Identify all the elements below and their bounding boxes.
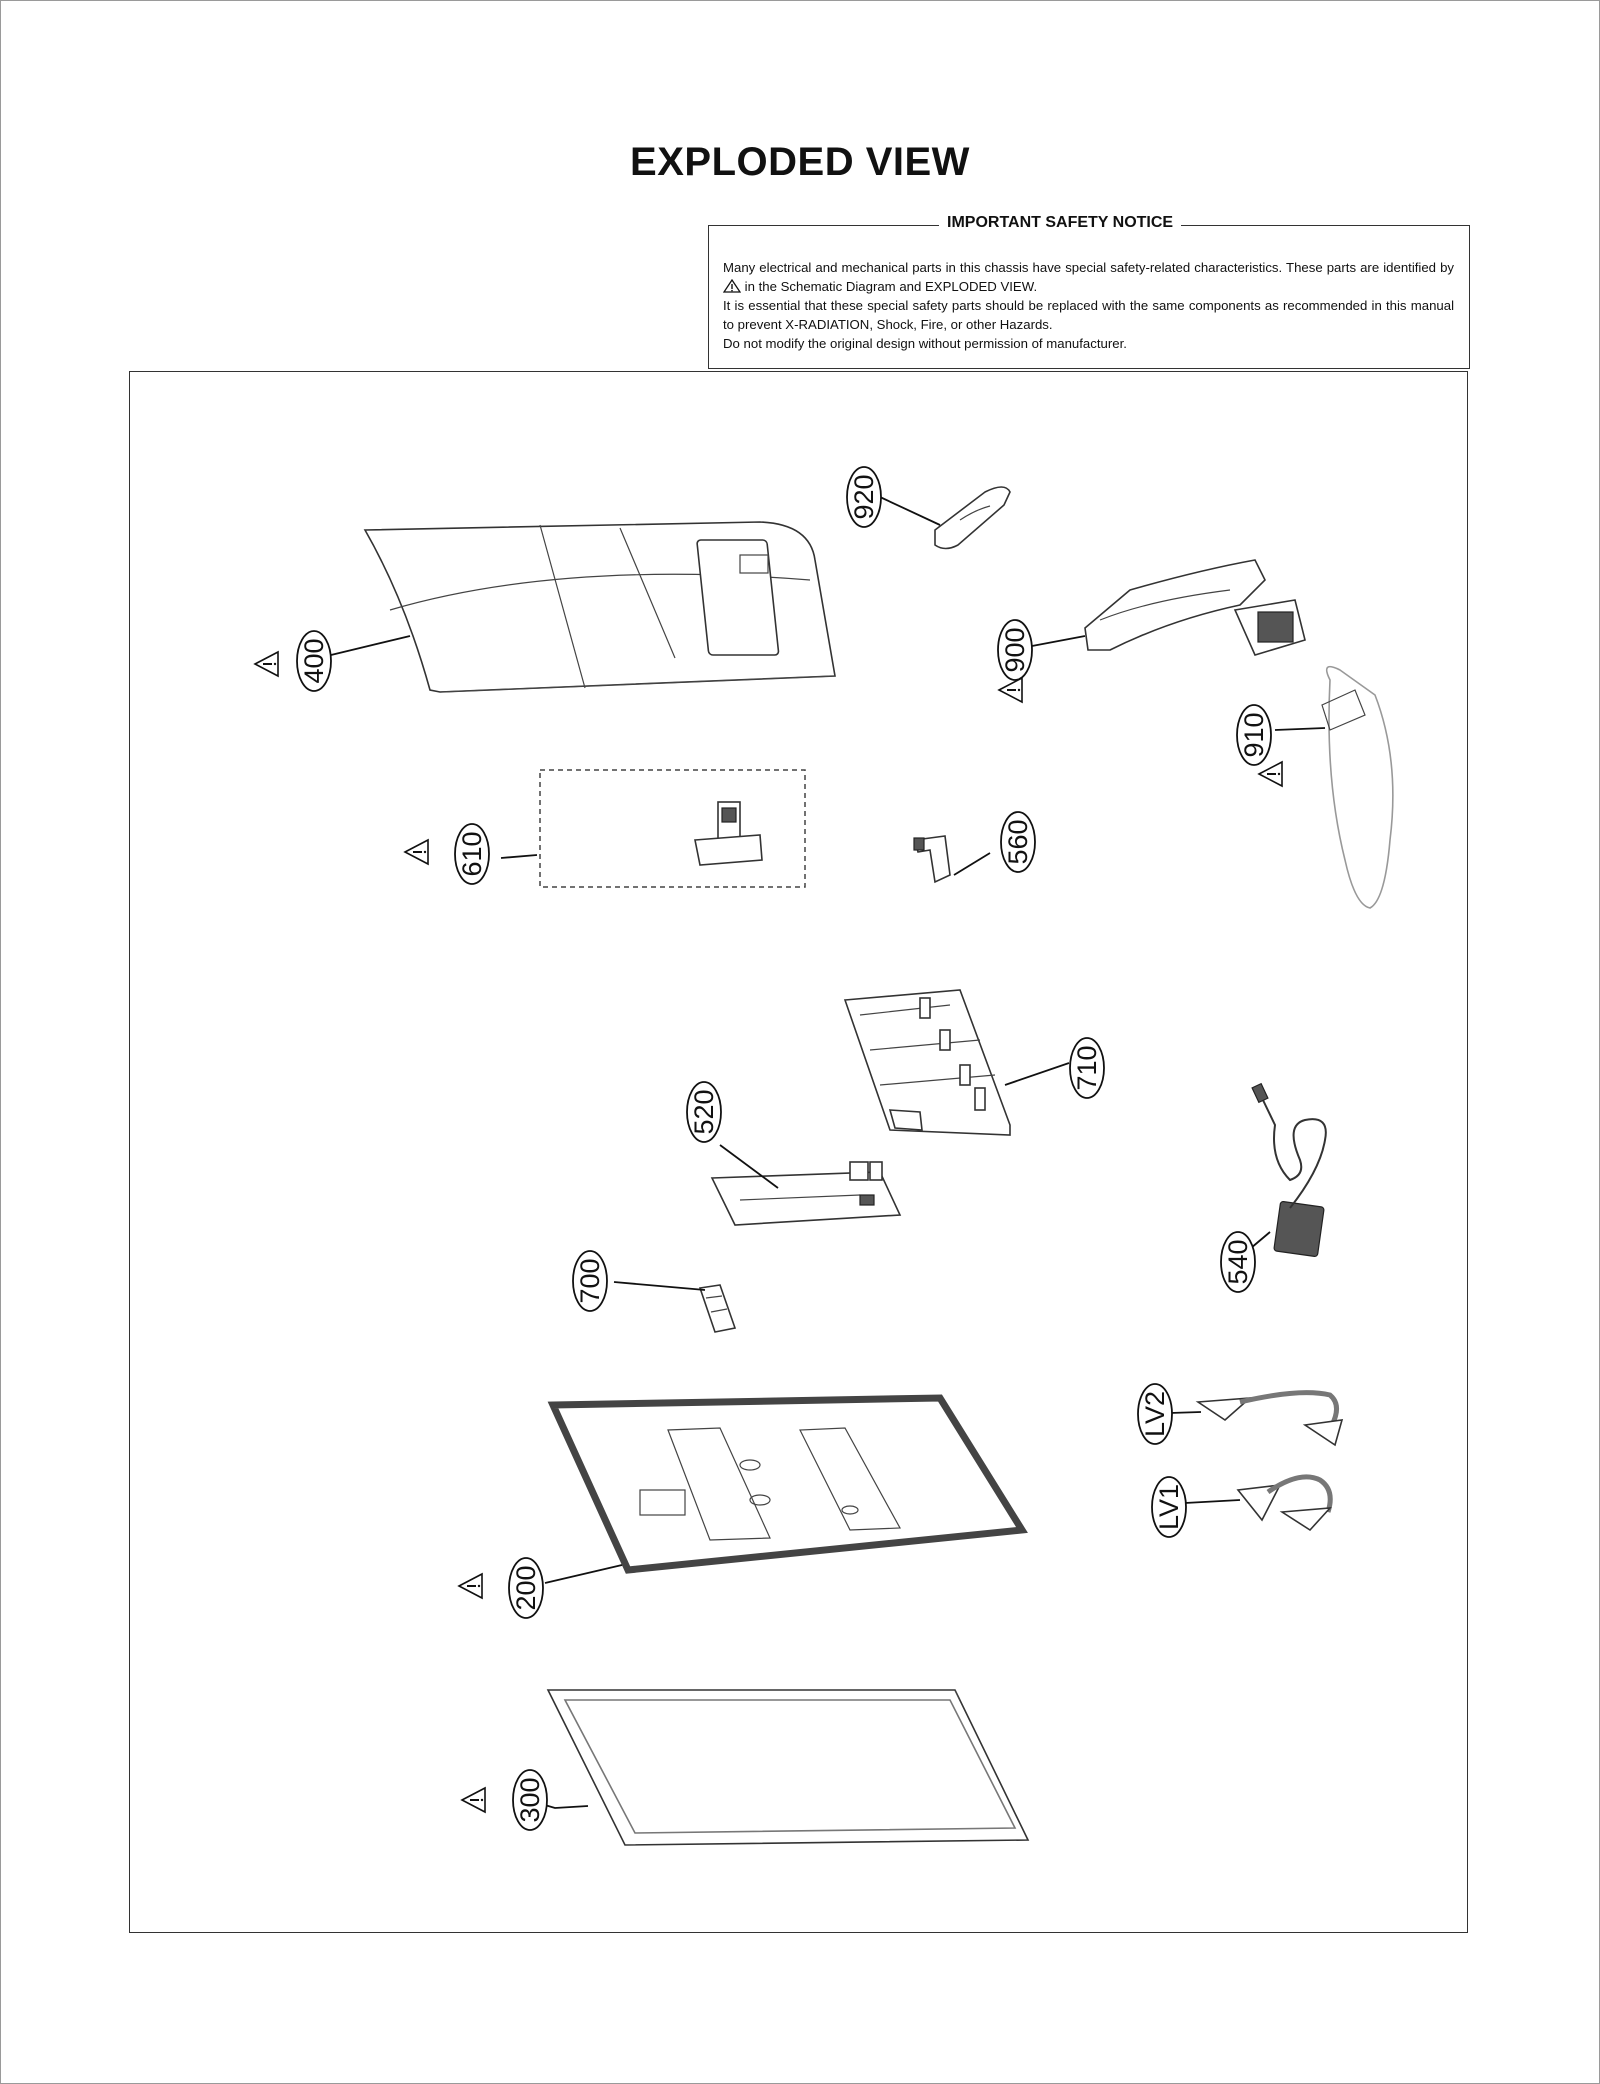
callout-label-910: 910 xyxy=(1239,712,1269,757)
part-520-power-board xyxy=(710,1161,902,1226)
part-910-stand-base xyxy=(1321,665,1394,909)
callout-label-lv1: LV1 xyxy=(1154,1484,1184,1530)
callout-label-560: 560 xyxy=(1003,819,1033,864)
part-900-stand-neck xyxy=(1084,559,1306,656)
part-610-hinge xyxy=(539,769,806,888)
callout-300-label-group: 300 xyxy=(512,1769,548,1831)
safety-notice-text-1b: in the Schematic Diagram and EXPLODED VI… xyxy=(744,279,1038,294)
warning-triangle-icon xyxy=(998,677,1023,703)
callout-label-920: 920 xyxy=(849,474,879,519)
part-710-main-board xyxy=(843,989,1011,1136)
callout-710: 710 xyxy=(1069,1037,1105,1099)
warning-triangle-icon xyxy=(404,839,429,865)
callout-520: 520 xyxy=(686,1081,722,1143)
callout-910: 910 xyxy=(1236,704,1272,766)
part-lv2-cable xyxy=(1195,1390,1344,1447)
warning-triangle-icon xyxy=(461,1787,486,1813)
callout-920: 920 xyxy=(846,466,882,528)
callout-label-200: 200 xyxy=(511,1565,541,1610)
safety-notice-paragraph-1: Many electrical and mechanical parts in … xyxy=(723,258,1454,296)
callout-lv1: LV1 xyxy=(1151,1476,1187,1538)
safety-notice-body: Many electrical and mechanical parts in … xyxy=(723,258,1454,353)
part-560-bracket xyxy=(913,835,951,884)
callout-label-lv2: LV2 xyxy=(1140,1391,1170,1437)
callout-label-400: 400 xyxy=(299,638,329,683)
warning-triangle-icon xyxy=(723,279,741,293)
safety-notice-paragraph-3: Do not modify the original design withou… xyxy=(723,336,1127,351)
callout-label-700: 700 xyxy=(575,1258,605,1303)
warning-triangle-icon xyxy=(254,651,279,677)
callout-610: 610 xyxy=(454,823,490,885)
callout-900: 900 xyxy=(997,619,1033,681)
callout-540: 540 xyxy=(1220,1231,1256,1293)
callout-label-520: 520 xyxy=(689,1089,719,1134)
callout-label-900: 900 xyxy=(1000,627,1030,672)
callout-700: 700 xyxy=(572,1250,608,1312)
safety-notice-box: IMPORTANT SAFETY NOTICE Many electrical … xyxy=(708,214,1470,369)
callout-400: 400 xyxy=(296,630,332,692)
callout-label-710: 710 xyxy=(1072,1045,1102,1090)
safety-notice-heading: IMPORTANT SAFETY NOTICE xyxy=(939,214,1182,232)
callout-label-540: 540 xyxy=(1223,1239,1253,1284)
part-300-front-bezel xyxy=(546,1689,1030,1846)
safety-notice-text-1a: Many electrical and mechanical parts in … xyxy=(723,260,1454,275)
page-title: EXPLODED VIEW xyxy=(630,140,970,184)
leader-lines xyxy=(330,496,1326,1809)
callout-200: 200 xyxy=(508,1557,544,1619)
safety-notice-paragraph-2: It is essential that these special safet… xyxy=(723,298,1454,332)
part-lv1-cable xyxy=(1236,1474,1333,1532)
part-540-adapter xyxy=(1251,1082,1327,1258)
part-700-small-board xyxy=(698,1284,737,1333)
part-920-cover xyxy=(934,486,1011,550)
warning-triangle-icon xyxy=(1258,761,1283,787)
warning-triangle-icon xyxy=(458,1573,483,1599)
part-400-back-cover xyxy=(363,521,836,693)
callout-label-610: 610 xyxy=(457,831,487,876)
callout-label-300: 300 xyxy=(515,1777,545,1822)
exploded-view-frame xyxy=(129,371,1468,1933)
callout-560: 560 xyxy=(1000,811,1036,873)
part-200-panel xyxy=(547,1394,1028,1574)
callout-lv2: LV2 xyxy=(1137,1383,1173,1445)
